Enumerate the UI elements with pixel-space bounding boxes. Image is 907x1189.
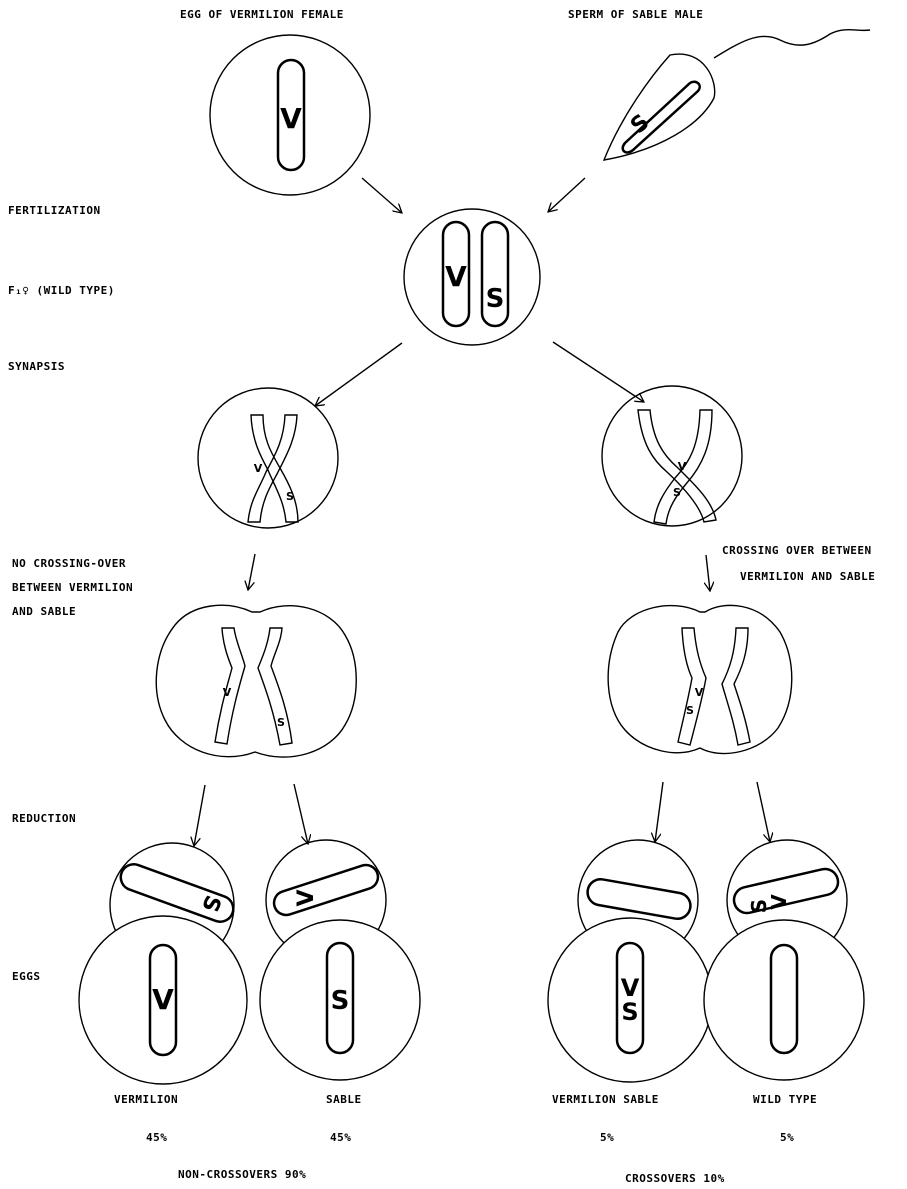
gene-s-egg-sable: S bbox=[331, 986, 350, 1016]
gene-s-zygote: S bbox=[486, 284, 505, 314]
division-cell-no-crossover bbox=[156, 605, 356, 757]
gene-s-division-left: S bbox=[277, 716, 285, 729]
arrow-synapsis-left-to-division bbox=[248, 554, 255, 590]
arrow-egg-to-zygote bbox=[362, 178, 402, 213]
gene-s-synapsis-right: S bbox=[673, 486, 681, 499]
gene-v-egg-vermilion: V bbox=[152, 983, 174, 1016]
sperm-sable-male bbox=[604, 30, 870, 160]
arrow-to-no-crossover bbox=[315, 343, 402, 406]
arrow-reduction-3 bbox=[655, 782, 663, 842]
gene-v-zygote: V bbox=[445, 260, 467, 293]
zygote-f1-female bbox=[404, 209, 540, 345]
arrow-reduction-4 bbox=[757, 782, 770, 842]
arrow-reduction-2 bbox=[294, 784, 308, 844]
gene-v-synapsis-right: V bbox=[678, 460, 687, 473]
gene-v-division-left: V bbox=[223, 686, 232, 699]
synapsis-cell-no-crossover bbox=[198, 388, 338, 528]
egg-pair-sable bbox=[260, 840, 420, 1080]
gene-v-polar-2: V bbox=[294, 889, 319, 906]
egg-pair-vermilion-sable bbox=[548, 840, 712, 1082]
arrow-sperm-to-zygote bbox=[548, 178, 585, 212]
gene-s-synapsis-left: S bbox=[286, 490, 294, 503]
egg-pair-vermilion bbox=[79, 843, 247, 1084]
gene-v-egg: V bbox=[280, 102, 302, 135]
gene-v-synapsis-left: V bbox=[254, 462, 263, 475]
egg-pair-wild-type bbox=[704, 840, 864, 1080]
arrow-to-crossover bbox=[553, 342, 644, 402]
synapsis-cell-crossover bbox=[602, 386, 742, 526]
gene-v-polar-4: V bbox=[767, 894, 791, 910]
arrow-synapsis-right-to-division bbox=[706, 555, 710, 591]
gene-v-division-right: V bbox=[695, 686, 704, 699]
gene-s-egg-vermilion-sable: S bbox=[621, 998, 638, 1026]
arrow-reduction-1 bbox=[194, 785, 205, 846]
division-cell-crossover bbox=[608, 605, 792, 753]
gene-s-division-right: S bbox=[686, 704, 694, 717]
